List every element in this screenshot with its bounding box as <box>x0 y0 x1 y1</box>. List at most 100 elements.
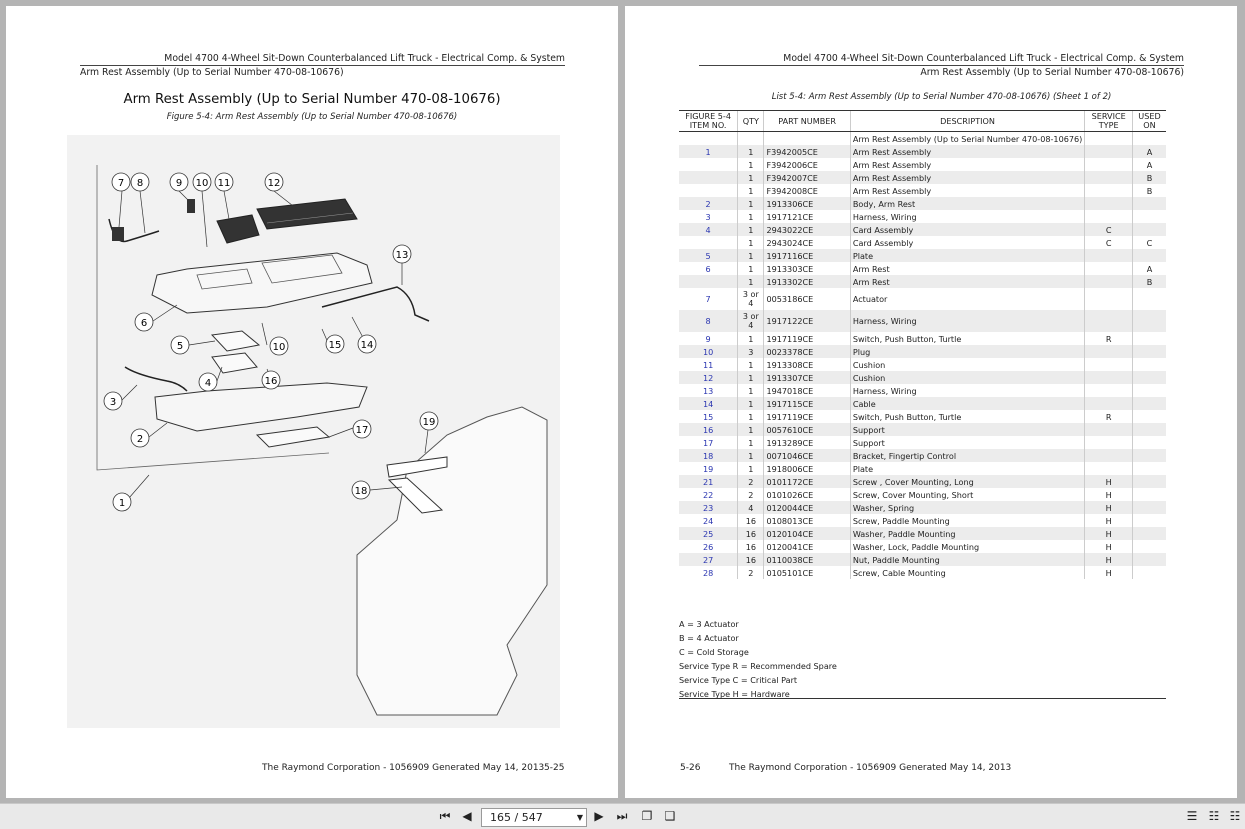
callout-5: 5 <box>170 335 190 355</box>
cell-item: 12 <box>679 371 738 384</box>
callout-14: 14 <box>357 334 377 354</box>
plate-5 <box>210 330 261 352</box>
cell-service-type <box>1084 158 1133 171</box>
cell-service-type <box>1084 345 1133 358</box>
cell-used-on <box>1132 358 1166 371</box>
single-page-icon[interactable]: ☰ <box>1186 809 1198 823</box>
cell-service-type: H <box>1084 514 1133 527</box>
svg-text:18: 18 <box>355 486 368 497</box>
cell-used-on: A <box>1132 158 1166 171</box>
cell-service-type: R <box>1084 410 1133 423</box>
cell-item: 7 <box>705 294 711 304</box>
cell-part: 1913289CE <box>763 436 851 449</box>
next-page-icon[interactable]: ▶ <box>594 809 604 823</box>
callout-13: 13 <box>392 244 412 264</box>
cell-part: 1917116CE <box>763 249 851 262</box>
cell-qty: 1 <box>737 423 764 436</box>
cell-service-type <box>1084 184 1133 197</box>
cell-part <box>763 131 851 145</box>
cell-part: F3942005CE <box>763 145 851 158</box>
right-page: Model 4700 4-Wheel Sit-Down Counterbalan… <box>625 6 1237 798</box>
cell-desc: Arm Rest Assembly <box>849 145 1085 158</box>
running-header-section: Arm Rest Assembly (Up to Serial Number 4… <box>920 67 1184 78</box>
page-number: 5-25 <box>544 763 565 773</box>
svg-text:1: 1 <box>119 498 125 509</box>
cell-service-type <box>1084 288 1133 310</box>
cell-qty: 16 <box>737 553 764 566</box>
svg-text:15: 15 <box>329 340 342 351</box>
cell-item: 17 <box>702 437 714 448</box>
cell-desc: Screw, Paddle Mounting <box>849 514 1085 527</box>
cell-used-on <box>1132 514 1166 527</box>
cell-part: 1913302CE <box>763 275 851 288</box>
cell-qty: 1 <box>737 397 764 410</box>
cell-qty: 1 <box>737 249 764 262</box>
left-page: Model 4700 4-Wheel Sit-Down Counterbalan… <box>6 6 618 798</box>
cell-used-on <box>1132 423 1166 436</box>
cell-used-on <box>1132 527 1166 540</box>
callout-19: 19 <box>419 411 439 431</box>
svg-text:14: 14 <box>361 340 374 351</box>
svg-text:6: 6 <box>141 318 147 329</box>
cell-desc: Harness, Wiring <box>849 310 1085 332</box>
viewer-toolbar: ⏮ ◀ 165 / 547 ▼ ▶ ⏭ ❐ ❑ ☰ ☷ ☷ <box>0 803 1245 829</box>
col-qty: QTY <box>737 110 764 132</box>
page-title: Arm Rest Assembly (Up to Serial Number 4… <box>123 92 501 107</box>
cell-desc: Washer, Paddle Mounting <box>849 527 1085 540</box>
last-page-icon[interactable]: ⏭ <box>616 809 628 823</box>
svg-text:11: 11 <box>218 178 231 189</box>
running-header-model: Model 4700 4-Wheel Sit-Down Counterbalan… <box>164 53 565 64</box>
cell-used-on <box>1132 553 1166 566</box>
cell-service-type <box>1084 197 1133 210</box>
page-number: 5-26 <box>680 763 701 773</box>
cell-item <box>679 184 738 197</box>
svg-text:12: 12 <box>268 178 281 189</box>
cell-part: 1917119CE <box>763 332 851 345</box>
cell-qty: 1 <box>737 262 764 275</box>
cell-service-type <box>1084 358 1133 371</box>
cell-part: 1947018CE <box>763 384 851 397</box>
cell-item: 11 <box>702 359 714 370</box>
callout-group: 7 8 9 10 11 12 13 6 5 10 15 14 4 16 3 2 … <box>103 172 439 512</box>
cell-part: 1918006CE <box>763 462 851 475</box>
cell-desc: Actuator <box>849 288 1085 310</box>
callout-6: 6 <box>134 312 154 332</box>
page-selector[interactable]: 165 / 547 ▼ <box>481 808 587 827</box>
arm-rest-opening <box>196 268 253 290</box>
cell-part: 1917122CE <box>763 310 851 332</box>
cell-part: 0110038CE <box>763 553 851 566</box>
support-17 <box>255 426 331 448</box>
callout-8: 8 <box>130 172 150 192</box>
cell-service-type: C <box>1084 223 1133 236</box>
seat-outline <box>356 406 548 716</box>
cell-item: 21 <box>679 475 738 488</box>
page-indicator: 165 / 547 <box>490 811 543 824</box>
cell-part: 0105101CE <box>763 566 851 579</box>
prev-page-icon[interactable]: ◀ <box>462 809 472 823</box>
cell-desc: Screw , Cover Mounting, Long <box>849 475 1085 488</box>
cell-part: 0120041CE <box>763 540 851 553</box>
copy-icon[interactable]: ❑ <box>664 809 676 823</box>
svg-text:7: 7 <box>118 178 124 189</box>
cell-used-on: B <box>1132 171 1166 184</box>
continuous-icon[interactable]: ☷ <box>1208 809 1220 823</box>
cell-used-on <box>1132 410 1166 423</box>
first-page-icon[interactable]: ⏮ <box>439 809 451 823</box>
callout-12: 12 <box>264 172 284 192</box>
cell-qty: 1 <box>737 145 764 158</box>
arm-rest-top <box>151 252 373 314</box>
cell-part: 0101172CE <box>763 475 851 488</box>
two-page-icon[interactable]: ☷ <box>1229 809 1241 823</box>
rotate-icon[interactable]: ❐ <box>641 809 653 823</box>
cell-qty: 1 <box>737 410 764 423</box>
legend-rule <box>679 698 1166 699</box>
parts-body: Arm Rest Assembly (Up to Serial Number 4… <box>679 131 1166 579</box>
cell-service-type <box>1084 145 1133 158</box>
